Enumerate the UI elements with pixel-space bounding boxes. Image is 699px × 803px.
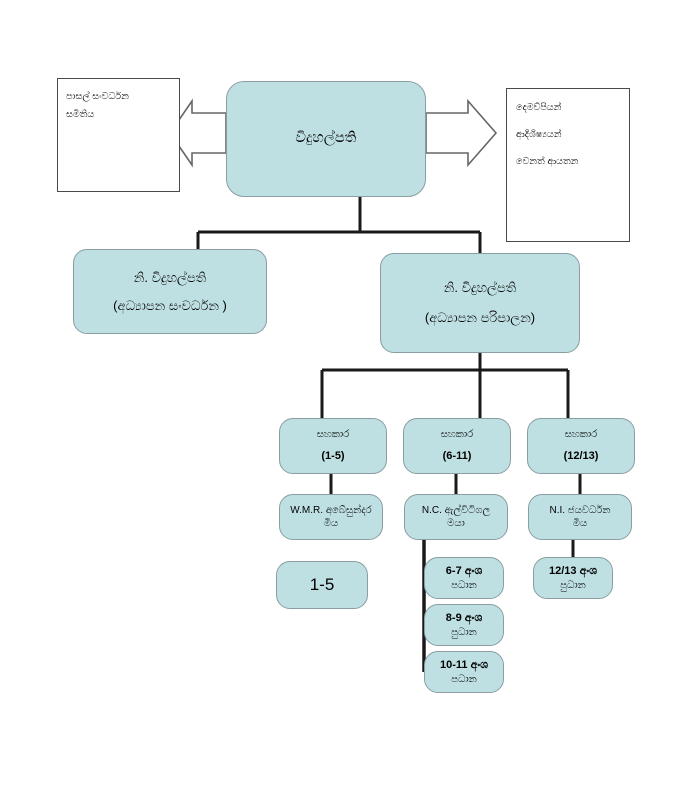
staff-name-box-wmr-abeysundara[interactable]: W.M.R. අබේසුන්දර මිය	[279, 494, 383, 540]
connector-deputy-admin-to-assistants	[320, 353, 570, 418]
staff-name-box-nc-elvitigala[interactable]: N.C. ඇල්විටිගල මයා	[404, 494, 508, 540]
deputy-principal-development-box[interactable]: නි. විදුහල්පති (අධ්‍යාපන සංවර්ධන )	[73, 249, 267, 334]
section-head-grades-8-9: 8-9 අංශ	[445, 611, 483, 624]
section-head-role-10-11: පධාන	[451, 673, 477, 685]
assistant-range-1: (1-5)	[321, 450, 345, 463]
stakeholder-other-institutions: වෙනත් ආයතන	[516, 156, 579, 168]
assistant-title-2: සහකාර	[440, 428, 474, 440]
assistant-title-3: සහකාර	[564, 428, 598, 440]
sds-line-2: සමිතිය	[66, 109, 95, 121]
sds-line-1: පාසල් සංවර්ධන	[66, 91, 129, 102]
section-head-grades-10-11: 10-11 අංශ	[439, 658, 489, 671]
connector-principal-to-deputies	[196, 197, 482, 253]
section-head-box-12-13[interactable]: 12/13 අංශ පුධාන	[533, 557, 613, 599]
grade-group-label: 1-5	[309, 574, 335, 594]
section-head-role-8-9: පුධාන	[451, 626, 477, 638]
staff-name-3-line-2: මිය	[572, 518, 588, 529]
assistant-box-12-13[interactable]: සහකාර (12/13)	[527, 418, 635, 474]
section-head-role-12-13: පුධාන	[560, 579, 586, 591]
assistant-range-3: (12/13)	[563, 450, 599, 463]
assistant-title-1: සහකාර	[316, 428, 350, 440]
section-head-grades-6-7: 6-7 අංශ	[445, 564, 483, 577]
double-arrow-to-stakeholders	[425, 98, 498, 168]
staff-name-1-line-2: මිය	[323, 518, 339, 529]
principal-box[interactable]: විදුහල්පති	[226, 81, 426, 197]
staff-name-1-line-1: W.M.R. අබේසුන්දර	[290, 504, 372, 516]
stakeholder-alumni: ආදිශිෂ්‍යයන්	[516, 129, 562, 141]
section-head-role-6-7: පධාන	[451, 579, 477, 591]
stakeholders-box[interactable]: දෙමව්පියන් ආදිශිෂ්‍යයන් වෙනත් ආයතන	[506, 88, 630, 242]
section-head-box-8-9[interactable]: 8-9 අංශ පුධාන	[424, 604, 504, 646]
dp-dev-subtitle: (අධ්‍යාපන සංවර්ධන )	[113, 297, 227, 313]
section-head-grades-12-13: 12/13 අංශ	[548, 564, 598, 577]
connector-assistants-to-staff	[329, 474, 582, 494]
staff-name-3-line-1: N.I. ජයවර්ධන	[549, 504, 611, 516]
school-development-society-box[interactable]: පාසල් සංවර්ධන සමිතිය	[57, 78, 180, 192]
staff-name-2-line-2: මයා	[447, 518, 465, 529]
assistant-range-2: (6-11)	[442, 450, 472, 463]
grade-group-box-1-5[interactable]: 1-5	[276, 561, 368, 609]
section-head-box-6-7[interactable]: 6-7 අංශ පධාන	[424, 557, 504, 599]
deputy-principal-administration-box[interactable]: නි. විදුහල්පති (අධ්‍යාපන පරිපාලන)	[380, 253, 580, 353]
assistant-box-1-5[interactable]: සහකාර (1-5)	[279, 418, 387, 474]
section-head-box-10-11[interactable]: 10-11 අංශ පධාන	[424, 651, 504, 693]
assistant-box-6-11[interactable]: සහකාර (6-11)	[403, 418, 511, 474]
dp-admin-title: නි. විදුහල්පති	[443, 280, 517, 296]
dp-dev-title: නි. විදුහල්පති	[133, 269, 207, 285]
principal-label: විදුහල්පති	[295, 130, 357, 147]
dp-admin-subtitle: (අධ්‍යාපන පරිපාලන)	[424, 310, 536, 325]
staff-name-box-ni-jayawardena[interactable]: N.I. ජයවර්ධන මිය	[528, 494, 632, 540]
stakeholder-parents: දෙමව්පියන්	[516, 102, 562, 113]
staff-name-2-line-1: N.C. ඇල්විටිගල	[421, 504, 491, 516]
